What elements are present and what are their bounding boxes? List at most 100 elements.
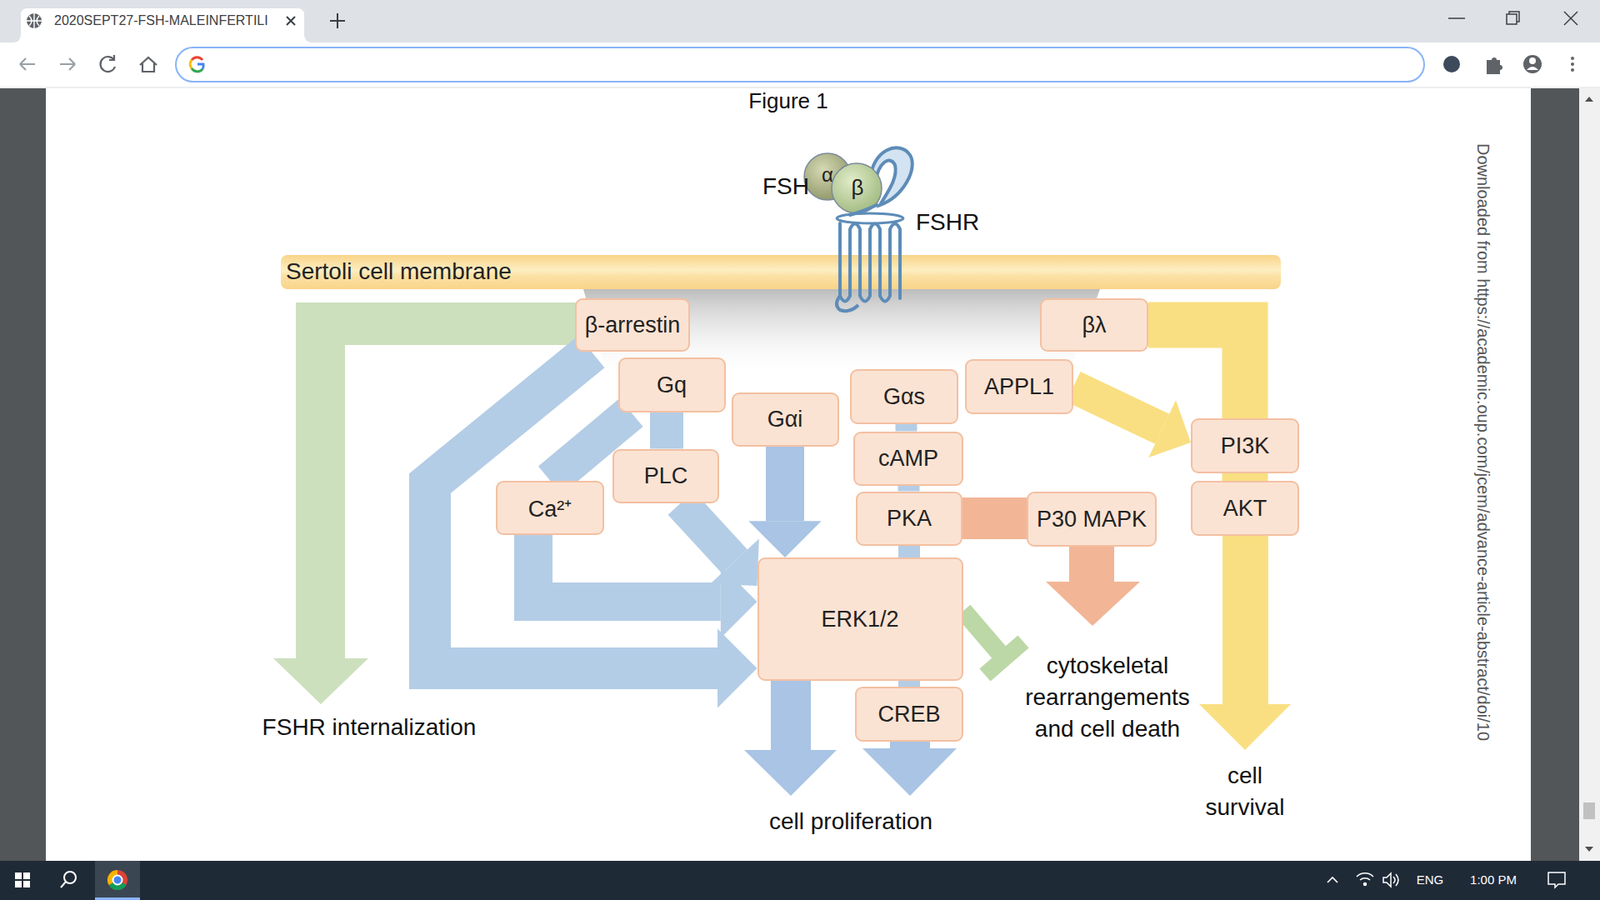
signal-box: AKT: [1190, 480, 1300, 536]
start-icon: [15, 872, 22, 880]
extension-icon: [1443, 55, 1460, 73]
globe-icon: [26, 13, 42, 29]
minimize-icon: [1448, 17, 1465, 20]
search-icon: [60, 881, 66, 888]
download-watermark: Downloaded from https://academic.oup.com…: [1473, 143, 1494, 741]
signal-box: CREB: [855, 686, 964, 742]
signal-band: [765, 446, 805, 522]
signal-box: APPL1: [965, 359, 1074, 415]
start-icon: [15, 872, 30, 888]
signal-arrow: [908, 485, 910, 492]
chrome-icon: [107, 870, 128, 890]
globe-icon: [26, 13, 42, 29]
menu-icon: [1570, 56, 1575, 72]
signal-band: [898, 680, 920, 687]
signal-band: [962, 497, 1027, 540]
profile-icon: [1526, 66, 1539, 70]
signal-box: PLC: [612, 449, 720, 504]
signal-band: [1148, 325, 1245, 419]
forward-icon: [60, 58, 75, 70]
signal-arrow: [1245, 473, 1246, 481]
proliferation-arrow: [744, 750, 837, 796]
address-bar: [175, 47, 1425, 82]
cell-death-arrow: [1045, 581, 1140, 626]
fsh-beta-subunit: [831, 163, 882, 214]
restore-icon: [1506, 14, 1517, 25]
signal-arrow: [909, 545, 910, 559]
profile-icon: [1523, 55, 1542, 74]
node-text: cAMP: [878, 445, 939, 472]
outcome-label: FSHR internalization: [262, 712, 477, 743]
figure-title: Figure 1: [748, 87, 828, 116]
signal-arrow: [430, 351, 758, 709]
wifi-icon: [1356, 873, 1374, 886]
node-text: Gαs: [883, 384, 925, 410]
node-text: APPL1: [984, 374, 1055, 400]
signal-band: [1222, 473, 1269, 481]
signal-arrow: [909, 680, 910, 687]
home-icon: [140, 57, 157, 72]
active-tab: [12, 8, 313, 43]
tab-bar: [0, 0, 1600, 43]
survival-arrow: [1199, 704, 1291, 750]
outcome-label: cell proliferation: [769, 806, 933, 837]
signal-box: Gαs: [850, 369, 959, 425]
signal-box: ERK1/2: [757, 557, 964, 681]
signal-band: [898, 485, 920, 492]
signal-box: PKA: [855, 491, 963, 546]
google-icon: [197, 64, 204, 70]
node-text: AKT: [1223, 495, 1268, 522]
signal-band: [1073, 386, 1163, 430]
google-icon: [191, 57, 203, 60]
toolbar: [0, 42, 1600, 88]
signal-band: [898, 545, 920, 559]
toolbar-border: [0, 87, 1600, 89]
signal-band: [680, 503, 735, 562]
start-icon: [23, 880, 30, 888]
signal-band: [533, 535, 721, 603]
node-text: P30 MAPK: [1036, 506, 1147, 533]
tab-title: 2020SEPT27-FSH-MALEINFERTILI: [54, 12, 269, 30]
node-text: PI3K: [1220, 433, 1270, 460]
node-text: βλ: [1081, 312, 1106, 339]
subunit-label: β: [851, 174, 865, 203]
clock: 1:00 PM: [1470, 871, 1517, 889]
viewer-margin: [1530, 88, 1580, 861]
menu-icon: [1570, 62, 1575, 66]
viewer-margin: [0, 88, 46, 861]
arrowhead: [717, 629, 758, 709]
signal-box: Gαi: [731, 392, 840, 447]
signal-band: [895, 424, 918, 432]
signal-box: β-arrestin: [575, 298, 691, 352]
subunit-label: α: [821, 161, 834, 188]
receptor-tail: [836, 295, 859, 311]
reload-icon: [100, 55, 115, 72]
profile-icon: [1523, 55, 1542, 74]
scrollbar: [1579, 88, 1600, 861]
signal-box: Gq: [618, 357, 726, 413]
back-icon: [20, 58, 35, 70]
scroll-arrows: [1585, 96, 1594, 852]
notification-icon: [1548, 872, 1565, 888]
wifi-icon: [1360, 878, 1370, 880]
puzzle-icon: [1486, 57, 1503, 75]
signal-arrow: [962, 518, 1027, 520]
chrome-icon: [113, 875, 123, 885]
restore-icon: [1509, 11, 1520, 22]
taskbar: [0, 860, 1600, 900]
node-text: CREB: [877, 701, 940, 728]
signal-box: P30 MAPK: [1026, 491, 1157, 547]
page: [45, 88, 1531, 861]
signal-arrow: [1148, 325, 1245, 419]
node-text: Gq: [656, 372, 687, 399]
node-text: Ca²⁺: [528, 492, 573, 524]
google-icon: [190, 60, 192, 69]
signal-band: [650, 412, 684, 450]
speaker-icon: [1383, 873, 1399, 887]
new-tab-icon: [330, 13, 345, 29]
wifi-icon: [1364, 883, 1367, 886]
start-icon: [23, 872, 30, 880]
arrowhead: [1148, 400, 1191, 458]
